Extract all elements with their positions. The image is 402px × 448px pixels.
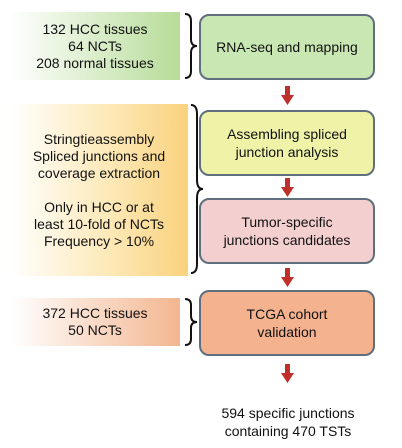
brace-1 [184, 13, 198, 79]
input-line: 372 HCC tissues [42, 305, 148, 321]
brace-2 [190, 104, 204, 274]
step-assembling-box: Assembling spliced junction analysis [199, 110, 375, 176]
input-line: Frequency > 10% [43, 232, 155, 249]
down-arrow-icon [281, 364, 294, 383]
step-label: RNA-seq and mapping [216, 39, 358, 55]
down-arrow-icon [281, 268, 294, 287]
step-tcga-box: TCGA cohort validation [199, 290, 375, 356]
input-line: Spliced junctions and [32, 147, 166, 164]
input-line: 208 normal tissues [36, 54, 154, 71]
brace-3 [184, 298, 198, 346]
input-line: 50 NCTs [68, 322, 122, 338]
step-label: validation [257, 324, 317, 340]
result-text: 594 specific junctions containing 470 TS… [198, 404, 378, 440]
down-arrow-icon [281, 178, 294, 197]
step-label: junction analysis [235, 144, 339, 160]
input-hcc-tissues-panel: 132 HCC tissues 64 NCTs 208 normal tissu… [10, 12, 180, 80]
input-line: 132 HCC tissues [42, 20, 148, 37]
step-rna-seq-box: RNA-seq and mapping [199, 14, 375, 80]
step-tumor-specific-box: Tumor-specific junctions candidates [199, 198, 375, 264]
step-label: TCGA cohort [246, 306, 328, 322]
input-line: Only in HCC or at [44, 198, 154, 215]
result-line: containing 470 TSTs [224, 423, 352, 439]
input-criteria-panel: Stringtieassembly Spliced junctions and … [10, 104, 188, 276]
input-tcga-panel: 372 HCC tissues 50 NCTs [10, 298, 180, 346]
step-label: junctions candidates [223, 232, 351, 248]
input-line: least 10-fold of NCTs [34, 215, 164, 232]
input-line: Stringtieassembly [43, 130, 155, 147]
step-label: Tumor-specific [241, 214, 333, 230]
input-line: coverage extraction [37, 164, 161, 181]
down-arrow-icon [281, 86, 294, 105]
step-label: Assembling spliced [227, 126, 347, 142]
input-line: 64 NCTs [68, 37, 122, 54]
result-line: 594 specific junctions [221, 405, 355, 421]
